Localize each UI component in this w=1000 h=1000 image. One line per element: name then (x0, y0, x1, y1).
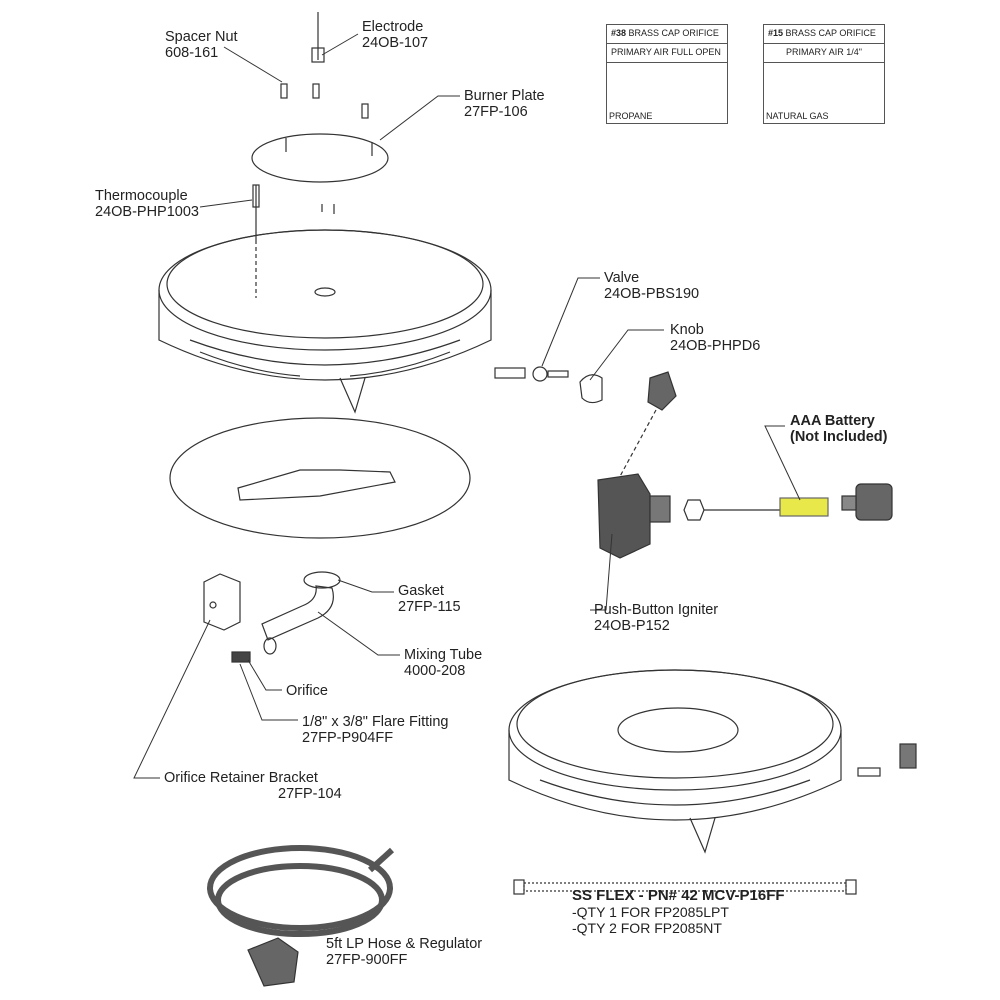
igniter-cap-part (841, 483, 893, 521)
orifice-label: BRASS CAP ORIFICE (628, 28, 719, 38)
orifice-number: #15 (768, 28, 784, 38)
primary-air-setting: PRIMARY AIR FULL OPEN (607, 44, 727, 63)
gasket-part (303, 571, 341, 589)
ss-flex-qty-line: -QTY 1 FOR FP2085LPT (572, 904, 729, 920)
mixing-tube-part (261, 585, 334, 655)
fire-ring-part (158, 229, 492, 414)
burner-plate-screws (285, 138, 373, 214)
leader-lines (133, 33, 801, 779)
heat-pan-part (169, 417, 471, 539)
burner-plate-part (251, 133, 389, 183)
knob-part (579, 374, 603, 404)
aaa-battery-part (779, 497, 829, 517)
gas-type: NATURAL GAS (766, 111, 829, 121)
regulator-part (247, 937, 299, 987)
thermocouple-part (252, 184, 260, 298)
natural-gas-orifice-table: #15 BRASS CAP ORIFICE PRIMARY AIR 1/4" N… (763, 24, 885, 124)
orifice-label: BRASS CAP ORIFICE (785, 28, 876, 38)
pan-cutout (237, 469, 396, 501)
electrode-part (311, 12, 325, 63)
ss-flex-note: SS FLEX - PN# 42 MCV-P16FF -QTY 1 FOR FP… (572, 887, 785, 937)
orifice-number: #38 (611, 28, 627, 38)
label-aaa-battery: AAA Battery(Not Included) (790, 413, 888, 445)
label-orifice: Orifice (286, 683, 328, 699)
ss-flex-qty-line: -QTY 2 FOR FP2085NT (572, 920, 722, 936)
igniter-part (597, 371, 780, 559)
orifice-part (231, 651, 251, 663)
spacer-nuts (280, 83, 369, 119)
valve-part (494, 366, 569, 382)
gas-type: PROPANE (609, 111, 653, 121)
primary-air-setting: PRIMARY AIR 1/4" (764, 44, 884, 63)
lp-hose-part (207, 845, 395, 937)
assembled-fire-ring (508, 669, 917, 854)
bracket-part (203, 573, 241, 631)
ss-flex-hose (513, 879, 857, 895)
ss-flex-title: SS FLEX - PN# 42 MCV-P16FF (572, 887, 785, 904)
propane-orifice-table: #38 BRASS CAP ORIFICE PRIMARY AIR FULL O… (606, 24, 728, 124)
